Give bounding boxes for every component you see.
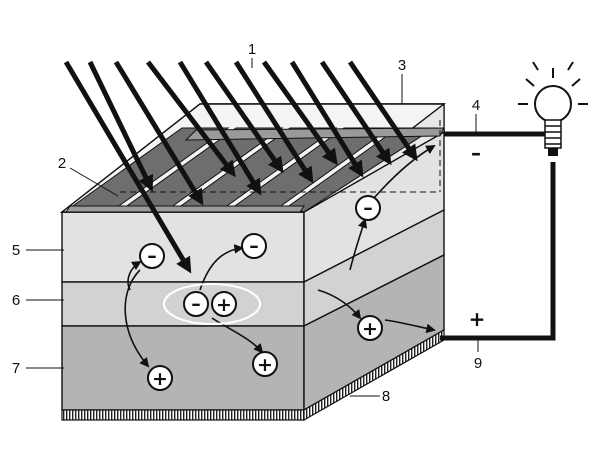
label-9: 9 bbox=[474, 355, 482, 372]
label-8: 8 bbox=[382, 388, 390, 405]
leader-lines bbox=[26, 58, 479, 397]
electron-2: – bbox=[241, 233, 267, 259]
label-4: 4 bbox=[472, 97, 480, 114]
terminal-negative-sign: – bbox=[471, 141, 481, 165]
wire-positive bbox=[440, 162, 556, 341]
svg-text:+: + bbox=[362, 318, 378, 340]
svg-text:–: – bbox=[363, 197, 373, 219]
electron-hole-pair-outline bbox=[163, 283, 261, 325]
label-6: 6 bbox=[12, 292, 20, 309]
hole-4: + bbox=[252, 351, 278, 377]
label-5: 5 bbox=[12, 242, 20, 259]
hole-1: + bbox=[211, 291, 237, 317]
hole-3: + bbox=[147, 365, 173, 391]
hole-2: + bbox=[357, 315, 383, 341]
svg-text:+: + bbox=[216, 294, 232, 316]
svg-text:–: – bbox=[147, 245, 157, 267]
front-bottom-contact bbox=[61, 409, 305, 421]
terminal-positive-sign: + bbox=[469, 307, 486, 331]
carrier-arrows bbox=[124, 145, 436, 368]
electron-4: – bbox=[355, 195, 381, 221]
label-7: 7 bbox=[12, 360, 20, 377]
svg-text:–: – bbox=[191, 293, 201, 315]
svg-text:+: + bbox=[152, 368, 168, 390]
front-layer-top bbox=[61, 211, 305, 283]
wire-negative bbox=[444, 131, 556, 150]
svg-text:+: + bbox=[257, 354, 273, 376]
svg-text:–: – bbox=[249, 235, 259, 257]
light-rays bbox=[63, 60, 418, 274]
label-1: 1 bbox=[248, 41, 256, 58]
electron-3: – bbox=[183, 291, 209, 317]
label-3: 3 bbox=[398, 57, 406, 74]
electron-1: – bbox=[139, 243, 165, 269]
label-2: 2 bbox=[58, 155, 66, 172]
light-bulb-icon bbox=[518, 61, 588, 156]
